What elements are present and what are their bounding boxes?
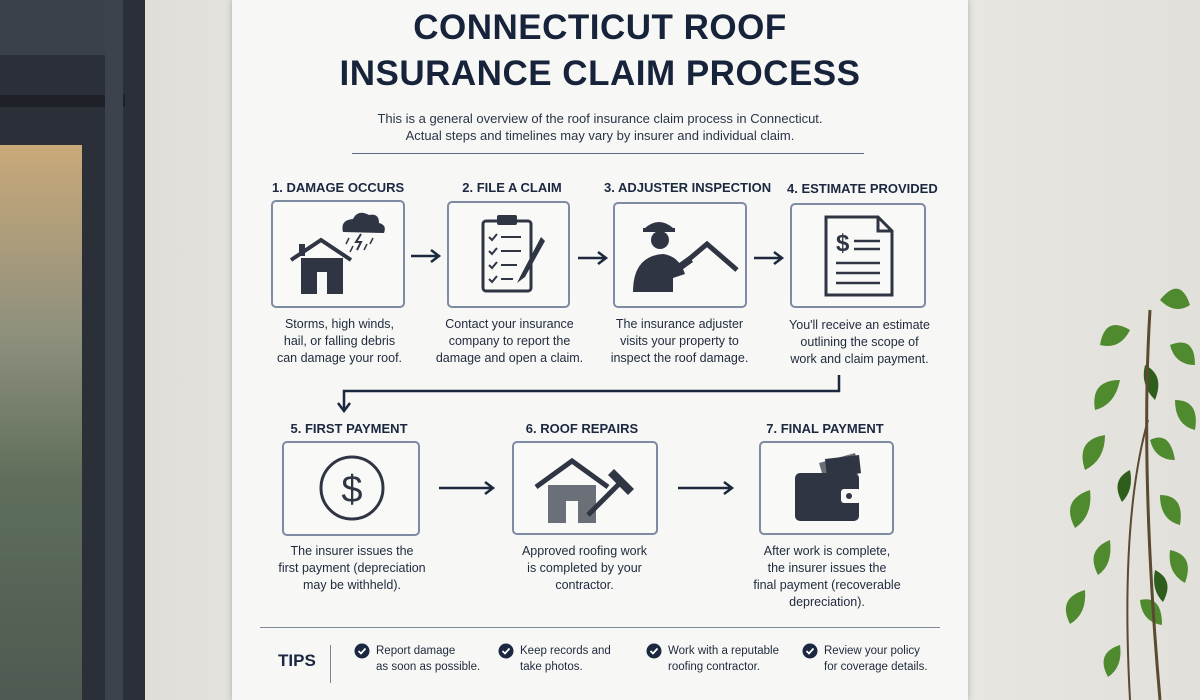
flow-arrow-icon bbox=[437, 480, 497, 496]
step-6-desc-line: contractor. bbox=[502, 577, 667, 594]
clipboard-checklist-icon bbox=[449, 203, 569, 307]
step-4-desc-line: outlining the scope of bbox=[777, 334, 942, 351]
tip-text: Keep records and take photos. bbox=[520, 643, 611, 675]
poster-title-line-2: Insurance Claim Process bbox=[232, 54, 968, 94]
step-4-title: 4. Estimate Provided bbox=[787, 181, 927, 196]
house-storm-icon bbox=[273, 202, 403, 306]
step-2-title: 2. File a Claim bbox=[452, 180, 572, 195]
step-7-desc-line: final payment (recoverable bbox=[737, 577, 917, 594]
wallet-cash-icon bbox=[761, 443, 892, 533]
check-circle-icon bbox=[354, 643, 370, 659]
step-3-description: The insurance adjuster visits your prope… bbox=[602, 316, 757, 367]
tip-line: Report damage bbox=[376, 643, 480, 659]
step-1-title: 1. Damage Occurs bbox=[272, 180, 398, 195]
check-circle-icon bbox=[802, 643, 818, 659]
step-6-box bbox=[512, 441, 658, 535]
door-frame-edge bbox=[105, 0, 123, 700]
step-7-desc-line: depreciation). bbox=[737, 594, 917, 611]
dollar-coin-icon: $ bbox=[284, 443, 418, 534]
step-3-desc-line: visits your property to bbox=[602, 333, 757, 350]
step-1-description: Storms, high winds, hail, or falling deb… bbox=[262, 316, 417, 367]
claim-process-poster: Connecticut Roof Insurance Claim Process… bbox=[232, 0, 968, 700]
tip-text: Work with a reputable roofing contractor… bbox=[668, 643, 779, 675]
step-3-desc-line: inspect the roof damage. bbox=[602, 350, 757, 367]
poster-title-line-1: Connecticut Roof bbox=[232, 8, 968, 48]
door-top-glass bbox=[0, 0, 105, 55]
step-2-desc-line: damage and open a claim. bbox=[432, 350, 587, 367]
step-5-description: The insurer issues the first payment (de… bbox=[272, 543, 432, 594]
step-3-box bbox=[613, 202, 747, 308]
step-2-desc-line: company to report the bbox=[432, 333, 587, 350]
flow-arrow-icon bbox=[752, 250, 786, 266]
step-6-desc-line: Approved roofing work bbox=[502, 543, 667, 560]
step-5-title: 5. First Payment bbox=[284, 421, 414, 436]
step-3-desc-line: The insurance adjuster bbox=[602, 316, 757, 333]
door-glass-panel bbox=[0, 145, 82, 700]
step-1-desc-line: Storms, high winds, bbox=[262, 316, 417, 333]
svg-text:$: $ bbox=[836, 230, 850, 257]
step-7-desc-line: After work is complete, bbox=[737, 543, 917, 560]
tips-vertical-divider bbox=[330, 645, 331, 683]
step-3-title: 3. Adjuster Inspection bbox=[604, 180, 754, 195]
step-7-title: 7. Final Payment bbox=[760, 421, 890, 436]
house-hammer-icon bbox=[514, 443, 656, 533]
step-4-desc-line: You'll receive an estimate bbox=[777, 317, 942, 334]
flow-arrow-icon bbox=[576, 250, 610, 266]
check-circle-icon bbox=[498, 643, 514, 659]
tip-line: take photos. bbox=[520, 659, 611, 675]
step-4-desc-line: work and claim payment. bbox=[777, 351, 942, 368]
tip-line: roofing contractor. bbox=[668, 659, 779, 675]
step-5-desc-line: The insurer issues the bbox=[272, 543, 432, 560]
step-2-description: Contact your insurance company to report… bbox=[432, 316, 587, 367]
potted-plant bbox=[1010, 270, 1200, 700]
tips-label: TIPS bbox=[278, 651, 316, 671]
flow-arrow-icon bbox=[676, 480, 736, 496]
step-1-desc-line: can damage your roof. bbox=[262, 350, 417, 367]
title-divider bbox=[352, 153, 864, 154]
step-7-description: After work is complete, the insurer issu… bbox=[737, 543, 917, 611]
tip-text: Review your policy for coverage details. bbox=[824, 643, 928, 675]
step-7-desc-line: the insurer issues the bbox=[737, 560, 917, 577]
step-4-description: You'll receive an estimate outlining the… bbox=[777, 317, 942, 368]
glass-door-frame bbox=[0, 0, 145, 700]
tips-divider-rule bbox=[260, 627, 940, 628]
poster-subtitle-line-2: Actual steps and timelines may vary by i… bbox=[232, 127, 968, 144]
check-circle-icon bbox=[646, 643, 662, 659]
flow-arrow-icon bbox=[409, 248, 443, 264]
svg-text:$: $ bbox=[341, 469, 362, 511]
step-1-desc-line: hail, or falling debris bbox=[262, 333, 417, 350]
step-7-box bbox=[759, 441, 894, 535]
tip-text: Report damage as soon as possible. bbox=[376, 643, 480, 675]
tip-line: Keep records and bbox=[520, 643, 611, 659]
adjuster-roof-icon bbox=[615, 204, 745, 306]
step-6-title: 6. Roof Repairs bbox=[522, 421, 642, 436]
step-2-box bbox=[447, 201, 570, 308]
step-5-desc-line: first payment (depreciation bbox=[272, 560, 432, 577]
tip-line: Review your policy bbox=[824, 643, 928, 659]
step-5-box: $ bbox=[282, 441, 420, 536]
step-6-desc-line: is completed by your bbox=[502, 560, 667, 577]
poster-subtitle-line-1: This is a general overview of the roof i… bbox=[232, 110, 968, 127]
estimate-document-icon: $ bbox=[792, 205, 924, 306]
step-6-description: Approved roofing work is completed by yo… bbox=[502, 543, 667, 594]
step-4-box: $ bbox=[790, 203, 926, 308]
tip-line: as soon as possible. bbox=[376, 659, 480, 675]
step-5-desc-line: may be withheld). bbox=[272, 577, 432, 594]
tip-line: Work with a reputable bbox=[668, 643, 779, 659]
step-1-box bbox=[271, 200, 405, 308]
step-2-desc-line: Contact your insurance bbox=[432, 316, 587, 333]
row-connector-arrow bbox=[334, 373, 842, 415]
tip-line: for coverage details. bbox=[824, 659, 928, 675]
